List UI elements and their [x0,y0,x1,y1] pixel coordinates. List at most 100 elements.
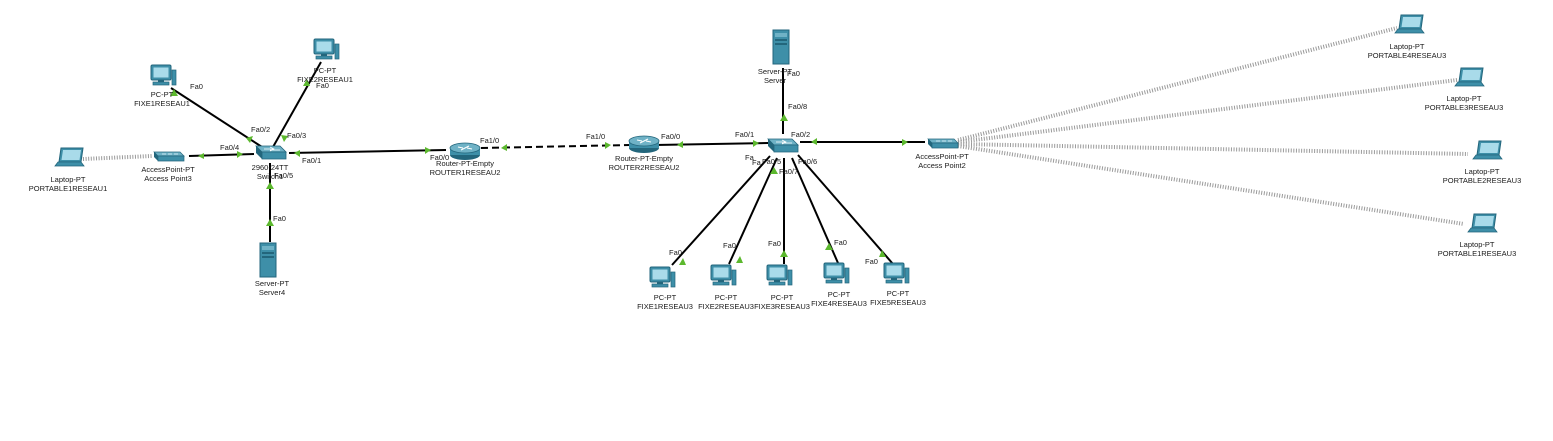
access-point-icon [153,151,185,162]
laptop-icon [1454,67,1485,87]
device-laptop-portable2reseau3[interactable]: Laptop-PT PORTABLE2RESEAU3 [1443,140,1522,185]
port-label: Fa0/8 [788,102,807,111]
port-indicator [605,142,611,149]
port-label: Fa0/5 [762,157,781,166]
access-point-icon [927,138,959,149]
port-label: Fa0/2 [251,125,270,134]
port-label: Fa0/0 [430,153,449,162]
device-name-label: FIXE5RESEAU3 [870,298,926,307]
port-label: Fa0/1 [302,156,321,165]
device-server4[interactable]: Server-PT Server4 [255,242,290,297]
pc-icon [766,264,793,286]
device-switch2[interactable] [767,138,799,153]
port-label: Fa0 [723,241,736,250]
switch-icon [255,145,287,160]
port-label: Fa0/7 [779,167,798,176]
port-label: Fa0 [865,257,878,266]
link-sw2-fixe2r3 [728,157,778,265]
port-indicator [246,136,253,143]
device-type-label: PC-PT [828,290,851,299]
port-label: Fa0 [316,81,329,90]
device-pc-fixe5reseau3[interactable]: PC-PT FIXE5RESEAU3 [870,262,926,307]
device-name-label: FIXE4RESEAU3 [811,299,867,308]
switch-icon [767,138,799,153]
device-pc-fixe2reseau3[interactable]: PC-PT FIXE2RESEAU3 [698,264,754,311]
device-name-label: ROUTER1RESEAU2 [430,168,501,177]
port-label: Fa0/4 [220,143,239,152]
device-name-label: ROUTER2RESEAU2 [609,163,680,172]
device-pc-fixe1reseau1[interactable]: PC-PT FIXE1RESEAU1 [134,64,190,108]
port-label: Fa1/0 [586,132,605,141]
device-type-label: Laptop-PT [1389,42,1424,51]
port-label: Fa1/0 [480,136,499,145]
device-router1reseau2[interactable]: Router-PT-Empty ROUTER1RESEAU2 [430,142,501,177]
port-indicator [677,141,683,148]
port-label: Fa0 [190,82,203,91]
device-switch1[interactable]: 2960-24TT Switch1 [252,145,289,181]
port-label: Fa0 [834,238,847,247]
port-indicator [902,139,908,146]
port-label: Fa0 [669,248,682,257]
device-laptop-portable1reseau1[interactable]: Laptop-PT PORTABLE1RESEAU1 [29,147,108,193]
laptop-icon [54,147,85,167]
device-laptop-portable4reseau3[interactable]: Laptop-PT PORTABLE4RESEAU3 [1368,14,1447,60]
device-type-label: PC-PT [771,293,794,302]
port-label: Fa0/1 [735,130,754,139]
device-type-label: PC-PT [715,293,738,302]
device-type-label: PC-PT [887,289,910,298]
device-pc-fixe2reseau1[interactable]: PC-PT FIXE2RESEAU1 [297,38,353,84]
port-label: Fa0/2 [791,130,810,139]
device-laptop-portable3reseau3[interactable]: Laptop-PT PORTABLE3RESEAU3 [1425,67,1504,112]
wireless-link-ap2-portable4r3 [957,26,1398,142]
device-name-label: Server [764,76,787,85]
device-name-label: PORTABLE1RESEAU3 [1438,249,1517,258]
port-label: Fa0/5 [274,171,293,180]
device-server-top[interactable]: Server-PT Server [758,29,793,85]
device-accesspoint2[interactable]: AccessPoint-PT Access Point2 [915,138,969,170]
pc-icon [313,38,340,60]
laptop-icon [1472,140,1503,160]
port-indicator [501,144,507,151]
device-type-label: PC-PT [314,66,337,75]
device-type-label: Laptop-PT [1459,240,1494,249]
link-sw1-router1 [288,149,447,154]
device-type-label: Router-PT-Empty [436,159,494,168]
device-pc-fixe1reseau3[interactable]: PC-PT FIXE1RESEAU3 [637,266,693,311]
wireless-link-ap2-portable3r3 [957,78,1458,144]
link-status-indicators [170,79,908,265]
port-indicator [425,147,431,154]
device-name-label: FIXE1RESEAU1 [134,99,190,108]
port-label: Fa [752,158,762,167]
device-type-label: PC-PT [654,293,677,302]
device-name-label: FIXE2RESEAU3 [698,302,754,311]
device-type-label: Server-PT [758,67,793,76]
laptop-icon [1467,213,1498,233]
device-laptop-portable1reseau3[interactable]: Laptop-PT PORTABLE1RESEAU3 [1438,213,1517,258]
device-type-label: Server-PT [255,279,290,288]
pc-icon [150,64,177,86]
port-indicator [198,153,204,159]
device-accesspoint3[interactable]: AccessPoint-PT Access Point3 [141,151,195,183]
pc-icon [649,266,676,288]
device-router2reseau2[interactable]: Router-PT-Empty ROUTER2RESEAU2 [609,135,680,172]
device-name-label: Access Point3 [144,174,192,183]
device-type-label: Laptop-PT [1464,167,1499,176]
port-indicator [780,250,788,257]
pc-icon [883,262,910,284]
device-name-label: Access Point2 [918,161,966,170]
port-indicator [266,182,274,189]
wireless-link-portable1r1-ap3 [82,154,153,161]
device-type-label: Laptop-PT [50,175,85,184]
port-label: Fa0/0 [661,132,680,141]
device-pc-fixe3reseau3[interactable]: PC-PT FIXE3RESEAU3 [754,264,810,311]
device-name-label: FIXE3RESEAU3 [754,302,810,311]
port-indicator [266,219,274,226]
device-name-label: Server4 [259,288,285,297]
device-type-label: 2960-24TT [252,163,289,172]
port-indicator [170,89,178,96]
port-label: Fa [745,153,755,162]
port-label: Fa0 [273,214,286,223]
device-pc-fixe4reseau3[interactable]: PC-PT FIXE4RESEAU3 [811,262,867,308]
server-icon [259,242,277,278]
